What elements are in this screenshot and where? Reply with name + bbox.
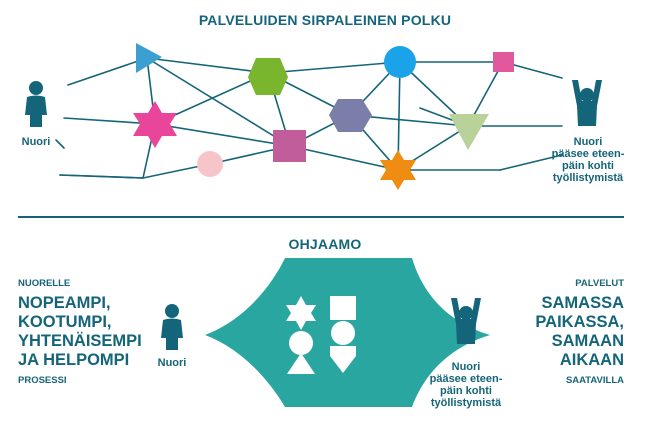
right-big-line: SAMASSA [541,294,624,312]
right-big-line: SAMAAN [551,332,624,350]
blue-circle-shape [384,46,416,78]
right-small-bottom: SAATAVILLA [565,375,624,386]
end-label-line: Nuori [451,361,481,373]
end-label-line: pääsee eteen- [429,373,503,385]
end-label-bottom: Nuori pääsee eteen- päin kohti työllisty… [426,361,506,409]
pale-pink-circle-shape [197,151,223,177]
end-label-line: työllistymistä [552,172,624,184]
left-big-line: KOOTUMPI, [18,313,112,331]
start-label-bottom: Nuori [157,357,187,369]
section-title-ohjaamo: OHJAAMO [288,236,362,252]
right-big-line: AIKAAN [559,351,624,369]
end-label-line: päin kohti [440,385,492,397]
right-big-line: PAIKASSA, [535,313,624,331]
end-label-line: päin kohti [562,160,614,172]
hub-shapes-icon [286,296,356,374]
left-small-bottom: PROSESSI [18,375,67,386]
green-hexagon-shape [248,58,288,95]
light-green-triangle-shape [449,114,489,150]
youth-cheering-bottom-icon [451,298,481,344]
right-small-top: PALVELUT [575,278,624,289]
blue-triangle-shape [136,43,162,73]
youth-cheering-icon [572,80,602,126]
youth-person-icon [25,81,47,127]
end-label-line: pääsee eteen- [551,148,625,160]
end-label: Nuori pääsee eteen- päin kohti työllisty… [548,136,628,184]
right-big-text: SAMASSA PAIKASSA, SAMAAN AIKAAN [535,294,624,370]
youth-person-bottom-icon [161,304,183,350]
start-label: Nuori [21,136,51,148]
orange-star-shape [380,150,416,190]
end-label-line: Nuori [573,136,603,148]
left-big-line: NOPEAMPI, [18,294,111,312]
left-big-line: JA HELPOMPI [18,351,130,369]
left-big-text: NOPEAMPI, KOOTUMPI, YHTENÄISEMPI JA HELP… [18,294,142,370]
purple-hexagon-shape [329,99,372,132]
section-title-fragmented-path: PALVELUIDEN SIRPALEINEN POLKU [198,12,452,28]
mauve-square-shape [273,130,306,162]
left-small-top: NUORELLE [18,278,71,289]
magenta-star-shape [133,101,177,148]
end-label-line: työllistymistä [430,397,502,409]
left-big-line: YHTENÄISEMPI [18,332,142,350]
pink-square-shape [493,52,514,72]
